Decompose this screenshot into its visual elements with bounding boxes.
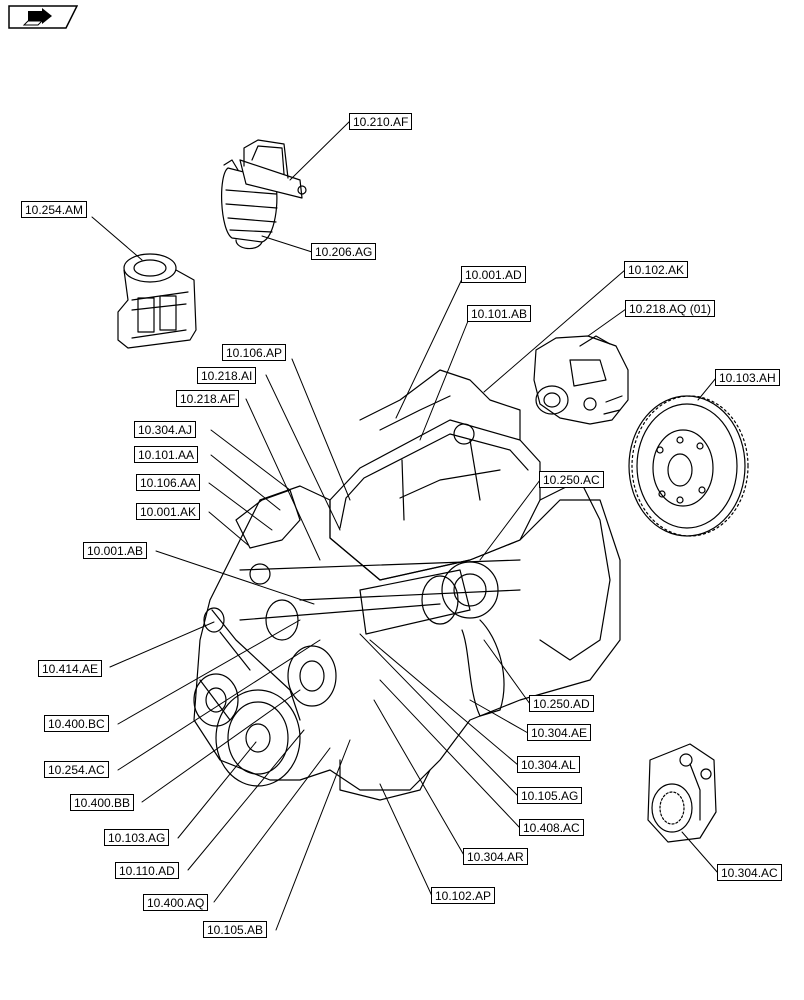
callout-label[interactable]: 10.254.AM: [21, 201, 88, 218]
callout-label[interactable]: 10.304.AJ: [134, 421, 197, 438]
callout-label[interactable]: 10.304.AC: [717, 864, 782, 881]
fuel-filter-part: [221, 139, 307, 250]
callout-label[interactable]: 10.001.AB: [83, 542, 148, 559]
callout-label[interactable]: 10.218.AF: [176, 390, 240, 407]
callout-label[interactable]: 10.106.AP: [222, 344, 287, 361]
callout-label[interactable]: 10.408.AC: [519, 819, 584, 836]
oil-pump-part: [647, 743, 717, 843]
callout-label[interactable]: 10.304.AR: [463, 848, 528, 865]
flywheel-part: [628, 395, 749, 537]
callout-label[interactable]: 10.400.BC: [44, 715, 109, 732]
callout-label[interactable]: 10.400.BB: [70, 794, 135, 811]
callout-label[interactable]: 10.001.AD: [461, 266, 526, 283]
callout-label[interactable]: 10.250.AC: [539, 471, 604, 488]
exhaust-elbow-part: [117, 253, 197, 349]
callout-label[interactable]: 10.106.AA: [136, 474, 201, 491]
callout-label[interactable]: 10.210.AF: [349, 113, 413, 130]
engine-block-part: [193, 369, 621, 801]
callout-label[interactable]: 10.110.AD: [115, 862, 179, 879]
callout-label[interactable]: 10.400.AQ: [143, 894, 209, 911]
callout-label[interactable]: 10.105.AG: [517, 787, 583, 804]
callout-label[interactable]: 10.218.AQ (01): [625, 300, 716, 317]
callout-label[interactable]: 10.414.AE: [38, 660, 103, 677]
book-arrow-icon[interactable]: [8, 5, 78, 29]
callout-label[interactable]: 10.102.AP: [431, 887, 496, 904]
callout-label[interactable]: 10.103.AH: [715, 369, 780, 386]
callout-label[interactable]: 10.304.AE: [527, 724, 592, 741]
callout-label[interactable]: 10.254.AC: [44, 761, 109, 778]
callout-label[interactable]: 10.103.AG: [104, 829, 170, 846]
callout-label[interactable]: 10.102.AK: [624, 261, 689, 278]
callout-label[interactable]: 10.250.AD: [529, 695, 594, 712]
callout-label[interactable]: 10.001.AK: [136, 503, 201, 520]
callout-label[interactable]: 10.105.AB: [203, 921, 268, 938]
fuel-pump-part: [533, 335, 629, 425]
callout-label[interactable]: 10.206.AG: [311, 243, 377, 260]
leader-lines: [91, 120, 719, 931]
callout-label[interactable]: 10.101.AB: [467, 305, 532, 322]
callout-label[interactable]: 10.101.AA: [134, 446, 199, 463]
callout-label[interactable]: 10.218.AI: [197, 367, 257, 384]
callout-label[interactable]: 10.304.AL: [517, 756, 580, 773]
